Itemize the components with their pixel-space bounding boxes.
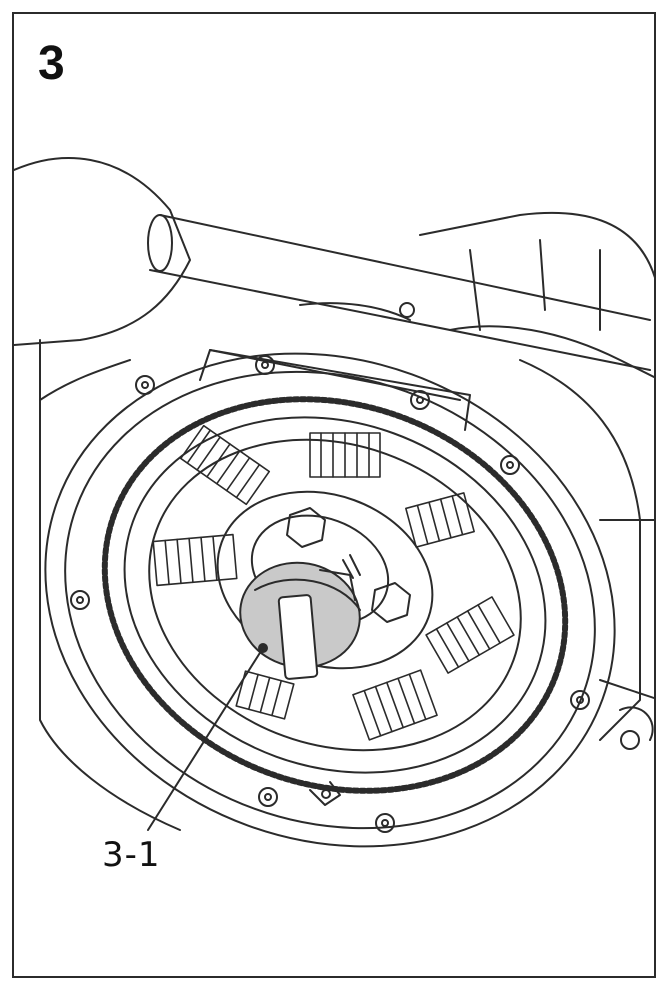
step-number: 3 — [38, 37, 65, 90]
end-cap-part — [239, 561, 361, 680]
bottom-tab — [309, 781, 341, 806]
callout-leader — [147, 643, 268, 831]
hex-bolts — [286, 507, 411, 623]
bristle-clusters — [152, 424, 515, 741]
flange-screws — [70, 355, 590, 833]
callout-label-3-1: 3-1 — [102, 835, 161, 875]
handle-bar — [147, 214, 651, 371]
machine-body — [14, 157, 654, 750]
brush-ring — [101, 396, 569, 794]
